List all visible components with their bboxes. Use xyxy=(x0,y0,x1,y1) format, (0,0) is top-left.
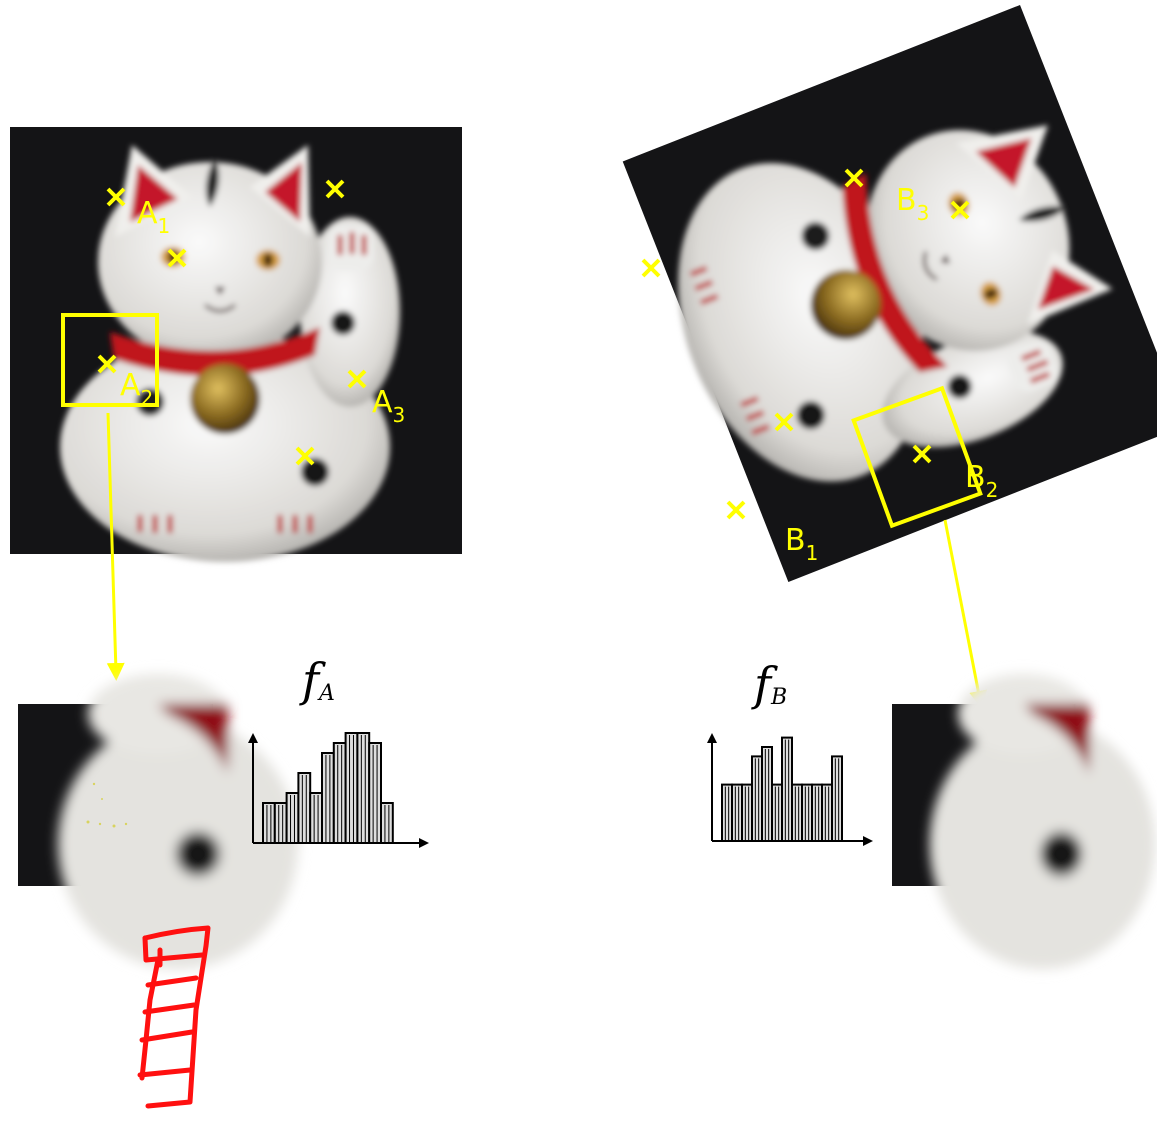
image-b-photo xyxy=(615,5,1157,585)
patch-a xyxy=(18,674,298,969)
patch-a-arrow xyxy=(106,412,125,681)
patch-b-arrow xyxy=(943,519,988,709)
histogram-b-bar xyxy=(821,783,833,842)
histogram-b-bar xyxy=(831,755,843,843)
histogram-a-bar xyxy=(344,732,359,844)
histogram-a-bar xyxy=(285,792,300,844)
handwritten-histogram-sketch-icon xyxy=(137,925,211,1109)
histogram-a-bar xyxy=(368,742,383,844)
histogram-a xyxy=(248,732,429,848)
histogram-a-bar xyxy=(262,802,276,844)
label-b3: B3 xyxy=(896,183,929,225)
image-a: A1 A2 A3 xyxy=(10,127,462,681)
descriptor-b-label: fB xyxy=(751,657,787,711)
label-a2: A2 xyxy=(120,368,153,410)
histogram-a-bar xyxy=(309,792,324,844)
descriptor-a-label: fA xyxy=(299,653,335,707)
label-b1: B1 xyxy=(785,523,818,565)
patch-b xyxy=(892,674,1155,969)
label-a3: A3 xyxy=(372,385,405,427)
image-b-patch-box xyxy=(851,385,983,529)
histogram-b-bar xyxy=(781,736,793,842)
histogram-a-bar xyxy=(332,742,347,844)
histogram-a-bar xyxy=(321,752,335,844)
histogram-b-bar xyxy=(761,746,773,842)
keypoint-marker xyxy=(726,500,746,520)
histogram-b-bar xyxy=(741,783,753,842)
keypoint-marker xyxy=(641,258,661,278)
histogram-a-bar xyxy=(273,802,288,844)
histogram-b-bar xyxy=(791,783,803,842)
image-a-photo xyxy=(10,127,462,562)
histogram-b-bar xyxy=(771,783,783,842)
histogram-b-bar xyxy=(721,783,733,842)
histogram-b-bar xyxy=(801,783,813,842)
image-a-patch-box xyxy=(61,313,159,407)
histogram-b xyxy=(707,733,873,846)
histogram-a-bar xyxy=(356,732,371,844)
histogram-b-bar xyxy=(731,783,743,842)
histogram-a-bar xyxy=(380,802,394,844)
image-b: B1 B2 B3 xyxy=(615,5,1157,709)
histogram-b-bar xyxy=(751,755,763,843)
histogram-b-bar xyxy=(811,783,823,842)
label-b2: B2 xyxy=(965,460,998,502)
label-a1: A1 xyxy=(137,196,170,238)
histogram-a-bar xyxy=(297,772,312,844)
